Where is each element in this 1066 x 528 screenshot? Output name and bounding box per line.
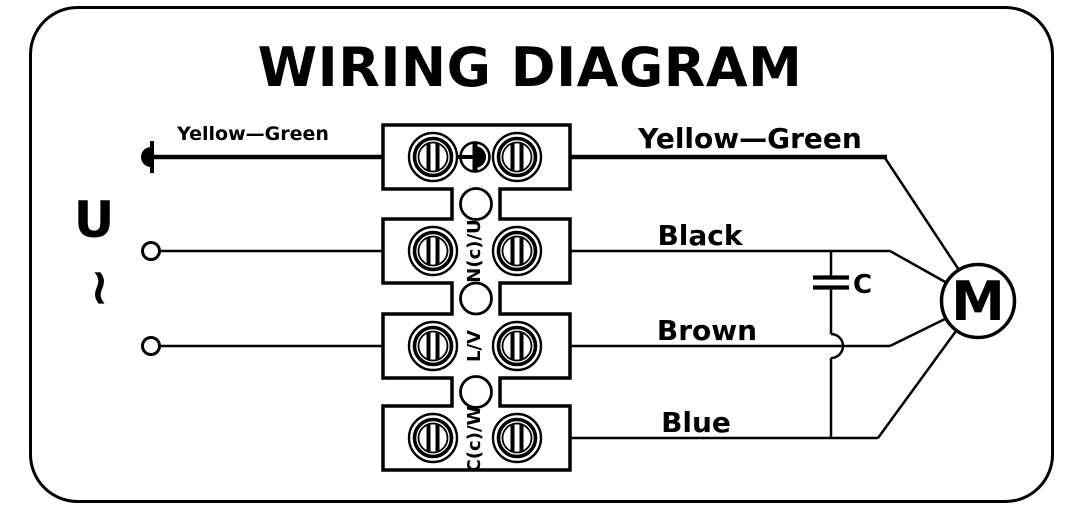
terminal-screw-icon bbox=[491, 320, 543, 372]
black-wire-to-motor bbox=[889, 249, 948, 285]
terminal-screw-icon bbox=[407, 412, 459, 464]
brown-wire-to-motor bbox=[889, 316, 948, 348]
terminal-block-outline bbox=[381, 123, 572, 472]
output-blue-wire-group: Blue bbox=[570, 330, 958, 440]
earth-terminal-icon bbox=[458, 141, 491, 173]
output-black-wire-label: Black bbox=[657, 219, 743, 252]
output-blue-wire-label: Blue bbox=[661, 406, 731, 439]
input-earth-wire-label: Yellow—Green bbox=[176, 123, 329, 145]
output-earth-wire-label: Yellow—Green bbox=[637, 122, 862, 155]
wire-terminal-dot bbox=[141, 336, 161, 356]
power-supply-symbols: U ~ bbox=[72, 191, 130, 309]
wire-terminal-dot bbox=[141, 241, 161, 261]
terminal-screw-icon bbox=[407, 131, 459, 183]
mounting-hole bbox=[459, 187, 493, 221]
terminal-screw-icon bbox=[407, 225, 459, 277]
output-brown-wire-label: Brown bbox=[657, 314, 757, 347]
panel-border bbox=[29, 6, 1054, 503]
input-live2 bbox=[141, 336, 383, 356]
terminal-screw-icon bbox=[491, 131, 543, 183]
output-earth-wire-group: Yellow—Green bbox=[570, 122, 961, 271]
terminal-screw-icon bbox=[407, 320, 459, 372]
terminal-label-neutral: N(c)/U bbox=[464, 219, 485, 282]
blue-wire-to-motor bbox=[876, 330, 958, 439]
terminal-label-capacitor: C(c)/W bbox=[464, 405, 485, 472]
ground-terminal-icon bbox=[141, 141, 154, 173]
wire-jump-icon bbox=[830, 332, 845, 360]
output-brown-wire-group: Brown bbox=[570, 314, 948, 348]
capacitor-label: C bbox=[853, 270, 872, 300]
input-live1 bbox=[141, 241, 383, 261]
terminal-label-live: L/V bbox=[464, 330, 485, 362]
mounting-hole bbox=[459, 281, 493, 316]
terminal-block: N(c)/U L/V C(c)/W bbox=[381, 123, 572, 472]
voltage-symbol: U bbox=[74, 191, 115, 249]
capacitor: C bbox=[813, 251, 872, 438]
terminal-screw-icon bbox=[491, 412, 543, 464]
terminal-screw-icon bbox=[491, 225, 543, 277]
ac-symbol: ~ bbox=[72, 267, 130, 309]
motor-circle bbox=[939, 262, 1017, 340]
mounting-hole bbox=[459, 375, 493, 409]
output-black-wire-group: Black bbox=[570, 219, 948, 285]
motor: M bbox=[939, 262, 1017, 340]
motor-label: M bbox=[951, 270, 1005, 333]
earth-wire-to-motor bbox=[883, 157, 961, 271]
diagram-title: WIRING DIAGRAM bbox=[258, 36, 803, 99]
